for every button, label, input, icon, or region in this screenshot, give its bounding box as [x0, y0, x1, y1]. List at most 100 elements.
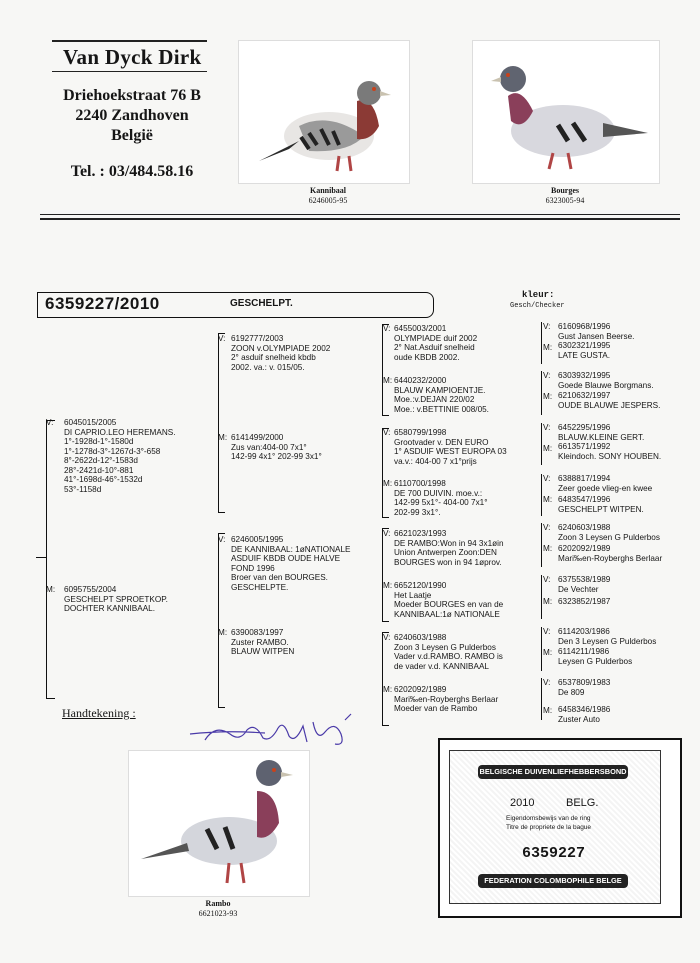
gen4-1-sire: 6303932/1995 Goede Blauwe Borgmans.: [558, 371, 654, 390]
address-city: 2240 Zandhoven: [57, 107, 207, 125]
header-rule-bottom: [52, 71, 207, 72]
gen1-father: 6045015/2005 DI CAPRIO.LEO HEREMANS. 1°-…: [64, 418, 175, 494]
photo-kannibaal: [238, 40, 410, 184]
gen3-bracket-2: [382, 428, 389, 518]
gen3-bracket-1: [382, 324, 389, 416]
gen4-5-sire: 6375538/1989 De Vechter: [558, 575, 610, 594]
caption-rambo-name: Rambo: [188, 899, 248, 908]
gen2-father-dam: 6141499/2000 Zus van:404-00 7x1° 142-99 …: [231, 433, 322, 462]
caption-bourges-ring: 6323005-94: [535, 196, 595, 205]
certificate-line-1: Eigendomsbewijs van de ring: [506, 815, 591, 822]
gen4-7-dam: 6458346/1986 Zuster Auto: [558, 705, 610, 724]
gen4-bracket-5: [541, 575, 542, 619]
gen4-m-tag: M:: [543, 392, 552, 401]
gen4-3-sire: 6388817/1994 Zeer goede vlieg-en kwee: [558, 474, 652, 493]
gen4-m-tag: M:: [543, 597, 552, 606]
photo-bourges: [472, 40, 660, 184]
gen3-tag-4: V:: [383, 529, 390, 538]
gen3-tag-7: M:: [383, 685, 392, 694]
certificate-year: 2010: [510, 797, 534, 809]
gen2-father-bracket: [218, 333, 225, 513]
gen3-tag-5: M:: [383, 581, 392, 590]
header-rule-top: [52, 40, 207, 42]
bird-color: GESCHELPT.: [230, 298, 293, 309]
gen4-m-tag: M:: [543, 343, 552, 352]
gen4-6-dam: 6114211/1986 Leysen G Pulderbos: [558, 647, 632, 666]
gen3-entry-5: 6652120/1990 Het Laatje Moeder BOURGES e…: [394, 581, 503, 619]
signature-label: Handtekening :: [62, 706, 136, 721]
gen4-m-tag: M:: [543, 648, 552, 657]
gen4-m-tag: M:: [543, 544, 552, 553]
pigeon-kannibaal-image: [239, 41, 409, 183]
kleur-value: Gesch/Checker: [510, 302, 565, 310]
gen4-3-dam: 6483547/1996 GESCHELPT WITPEN.: [558, 495, 644, 514]
gen4-v-tag: V:: [543, 523, 550, 532]
gen3-entry-4: 6621023/1993 DE RAMBO:Won in 94 3x1øin U…: [394, 529, 504, 567]
photo-rambo: [128, 750, 310, 897]
gen4-6-sire: 6114203/1986 Den 3 Leysen G Pulderbos: [558, 627, 656, 646]
gen3-tag-1: M:: [383, 376, 392, 385]
gen2-tag-1: M:: [218, 433, 227, 442]
gen4-v-tag: V:: [543, 322, 550, 331]
gen4-bracket-2: [541, 423, 542, 465]
gen3-entry-2: 6580799/1998 Grootvader v. DEN EURO 1° A…: [394, 428, 507, 466]
divider-line: [40, 214, 680, 215]
pedigree-connector: [36, 557, 46, 558]
gen3-tag-6: V:: [383, 633, 390, 642]
caption-kannibaal-name: Kannibaal: [298, 186, 358, 195]
certificate-line-2: Titre de propriete de la bague: [506, 824, 591, 831]
gen4-bracket-0: [541, 322, 542, 364]
gen2-tag-3: M:: [218, 628, 227, 637]
caption-bourges-name: Bourges: [535, 186, 595, 195]
gen4-v-tag: V:: [543, 423, 550, 432]
gen4-2-sire: 6452295/1996 BLAUW.KLEINE GERT.: [558, 423, 644, 442]
gen4-4-dam: 6202092/1989 Mari‰en-Royberghs Berlaar: [558, 544, 662, 563]
gen4-v-tag: V:: [543, 627, 550, 636]
telephone: Tel. : 03/484.58.16: [57, 163, 207, 181]
gen3-tag-3: M:: [383, 479, 392, 488]
gen4-m-tag: M:: [543, 444, 552, 453]
certificate-number: 6359227: [522, 845, 585, 862]
handwritten-signature: [185, 712, 360, 752]
gen2-mother-dam: 6390083/1997 Zuster RAMBO. BLAUW WITPEN: [231, 628, 294, 657]
gen4-v-tag: V:: [543, 678, 550, 687]
gen2-father-sire: 6192777/2003 ZOON v.OLYMPIADE 2002 2° as…: [231, 334, 330, 372]
gen4-7-sire: 6537809/1983 De 809: [558, 678, 610, 697]
gen4-m-tag: M:: [543, 706, 552, 715]
gen2-mother-sire: 6246005/1995 DE KANNIBAAL: 1øNATIONALE A…: [231, 535, 351, 592]
gen1-father-tag: V:: [46, 418, 53, 427]
gen4-bracket-1: [541, 371, 542, 415]
gen4-v-tag: V:: [543, 474, 550, 483]
gen2-tag-0: V:: [218, 334, 225, 343]
gen4-bracket-7: [541, 678, 542, 720]
caption-rambo-ring: 6621023-93: [188, 909, 248, 918]
pigeon-bourges-image: [473, 41, 659, 183]
gen4-v-tag: V:: [543, 575, 550, 584]
gen2-tag-2: V:: [218, 535, 225, 544]
gen3-entry-6: 6240603/1988 Zoon 3 Leysen G Pulderbos V…: [394, 633, 503, 671]
gen3-bracket-4: [382, 632, 389, 726]
gen2-mother-bracket: [218, 533, 225, 708]
gen4-0-dam: 6302321/1995 LATE GUSTA.: [558, 341, 610, 360]
certificate-title: BELGISCHE DUIVENLIEFHEBBERSBOND: [478, 765, 628, 779]
address-country: België: [57, 127, 207, 145]
gen1-mother: 6095755/2004 GESCHELPT SPROETKOP. DOCHTE…: [64, 585, 168, 614]
gen4-v-tag: V:: [543, 371, 550, 380]
gen3-entry-1: 6440232/2000 BLAUW KAMPIOENTJE. Moe.:v.D…: [394, 376, 489, 414]
ring-number: 6359227/2010: [45, 294, 160, 314]
gen3-tag-2: V:: [383, 428, 390, 437]
certificate-footer: FEDERATION COLOMBOPHILE BELGE: [478, 874, 628, 888]
divider-line-thick: [40, 218, 680, 220]
gen4-m-tag: M:: [543, 495, 552, 504]
gen4-bracket-6: [541, 627, 542, 671]
gen3-entry-0: 6455003/2001 OLYMPIADE duif 2002 2° Nat.…: [394, 324, 477, 362]
gen3-tag-0: V:: [383, 324, 390, 333]
gen4-bracket-3: [541, 474, 542, 516]
gen1-bracket: [46, 420, 55, 699]
kleur-label: kleur:: [522, 290, 554, 300]
certificate-country: BELG.: [566, 797, 598, 809]
gen4-2-dam: 6613571/1992 Kleindoch. SONY HOUBEN.: [558, 442, 661, 461]
gen4-5-dam: 6323852/1987: [558, 597, 610, 607]
gen3-entry-7: 6202092/1989 Mari‰en-Royberghs Berlaar M…: [394, 685, 498, 714]
gen3-entry-3: 6110700/1998 DE 700 DUIVIN. moe.v.: 142-…: [394, 479, 488, 517]
